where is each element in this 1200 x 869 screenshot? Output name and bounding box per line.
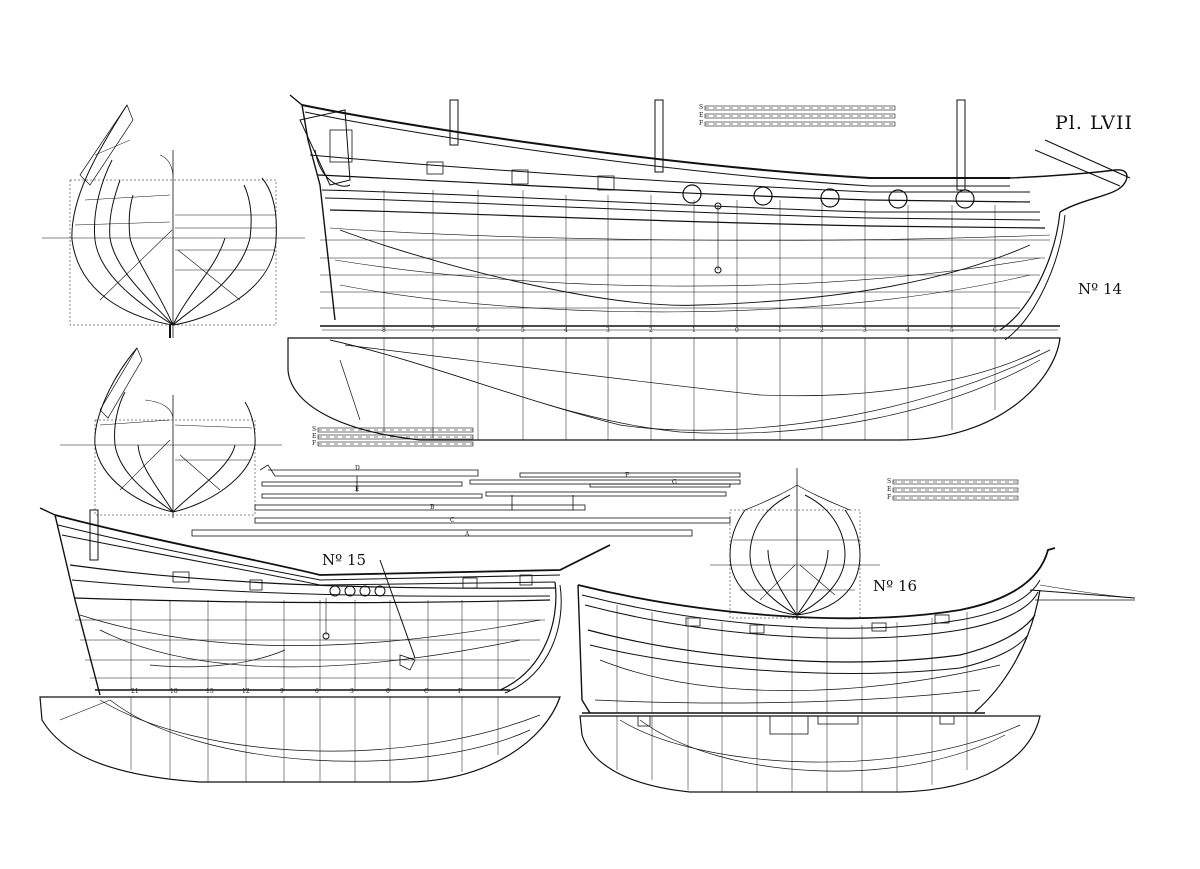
spar-letter: C xyxy=(450,517,455,524)
station-number: 8 xyxy=(382,327,386,334)
station-number: 6 xyxy=(315,688,319,695)
spars xyxy=(191,464,741,537)
scale-letter: F xyxy=(699,120,704,127)
scale-letter: S xyxy=(312,426,317,433)
scale-letter: E xyxy=(699,112,704,119)
ship-15-profile xyxy=(39,507,611,696)
station-number: 5 xyxy=(950,327,954,334)
scale-bars-right xyxy=(892,479,1019,501)
ship-14-half-breadth xyxy=(287,337,1061,441)
spar-letter: B xyxy=(430,504,435,511)
spar-letter: D xyxy=(355,465,360,472)
spar-letter: G xyxy=(672,479,677,486)
station-number: 4 xyxy=(906,327,910,334)
ship-15-half-breadth xyxy=(39,696,561,783)
station-number: F xyxy=(458,688,463,695)
body-plan-16 xyxy=(710,468,880,620)
station-number: 18 xyxy=(170,688,178,695)
scale-letter: F xyxy=(312,440,317,447)
spar-letter: F xyxy=(625,472,630,479)
station-number: 4 xyxy=(564,327,568,334)
plate-title: Pl. LVII xyxy=(1055,112,1134,134)
station-number: 5 xyxy=(521,327,525,334)
spar-letter: E xyxy=(355,486,360,493)
station-number: 15 xyxy=(206,688,214,695)
station-number: 0 xyxy=(735,327,739,334)
body-plan-14 xyxy=(42,104,305,338)
scale-letter: S xyxy=(887,478,892,485)
station-number: 7 xyxy=(431,327,435,334)
station-number: 1 xyxy=(778,327,782,334)
ship-14-profile xyxy=(289,94,1131,341)
station-number: 3 xyxy=(606,327,610,334)
station-number: 9 xyxy=(280,688,284,695)
station-number: 21 xyxy=(131,688,139,695)
station-number: 6 xyxy=(476,327,480,334)
scale-letter: F xyxy=(887,494,892,501)
scale-letter: E xyxy=(887,486,892,493)
ship-16-profile xyxy=(577,547,1136,714)
station-number: 1 xyxy=(692,327,696,334)
ship-16-half-breadth xyxy=(579,715,1041,793)
station-number: C xyxy=(424,688,429,695)
spar-letter: A xyxy=(465,531,470,538)
station-number: 0 xyxy=(386,688,390,695)
body-plan-15 xyxy=(60,347,282,518)
station-number: 2 xyxy=(820,327,824,334)
scale-letter: S xyxy=(699,104,704,111)
station-number: 6 xyxy=(993,327,997,334)
ship-15-label: Nº 15 xyxy=(322,551,367,569)
scale-bars-middle xyxy=(317,427,474,447)
station-number: 3 xyxy=(350,688,354,695)
station-number: 2 xyxy=(649,327,653,334)
station-number: 12 xyxy=(242,688,250,695)
ship-16-label: Nº 16 xyxy=(873,577,918,595)
station-number: 3 xyxy=(863,327,867,334)
ship-14-label: Nº 14 xyxy=(1078,280,1123,298)
scale-bars-top xyxy=(704,105,896,127)
scale-letter: E xyxy=(312,433,317,440)
